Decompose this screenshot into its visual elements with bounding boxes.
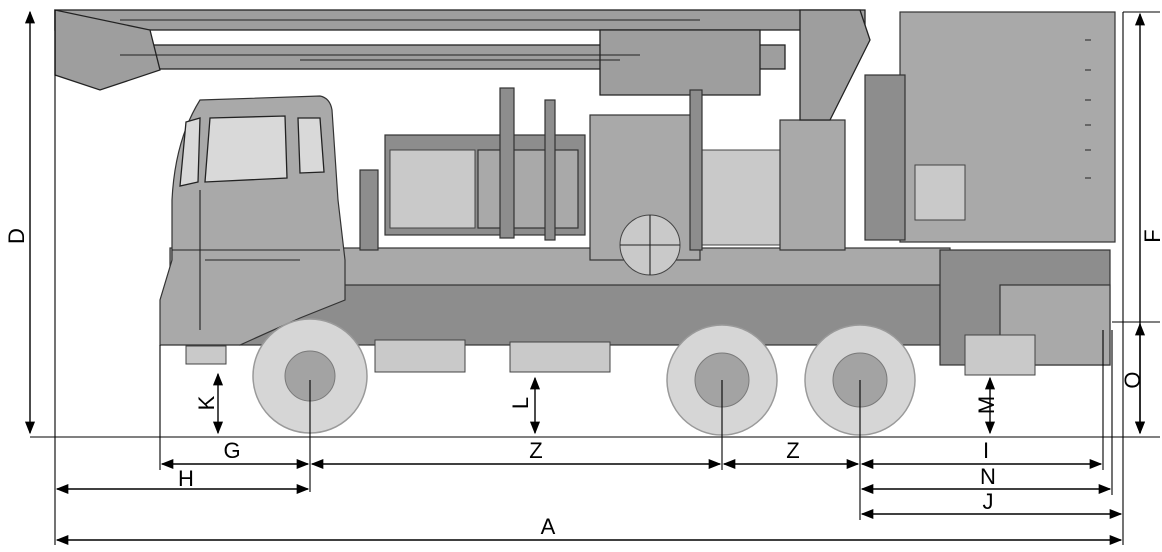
mast-column-2	[544, 99, 556, 241]
cab-rear-window	[297, 117, 325, 174]
label-H: H	[178, 466, 194, 491]
tool-box	[509, 341, 611, 373]
cabinet-marks	[1085, 39, 1091, 179]
label-G: G	[223, 438, 240, 463]
label-A: A	[541, 514, 556, 539]
label-D: D	[4, 228, 29, 244]
boom-actuator	[599, 29, 761, 96]
boom-pivot	[799, 9, 871, 121]
label-L: L	[508, 397, 533, 409]
stabilizer-foot	[964, 334, 1036, 376]
label-N: N	[980, 464, 996, 489]
exhaust	[359, 169, 379, 251]
boom-hydraulic-lines	[120, 19, 700, 61]
mast-column-3	[689, 89, 703, 251]
truck-illustration	[54, 9, 1116, 436]
label-J: J	[983, 489, 994, 514]
label-Z2: Z	[786, 438, 799, 463]
fuel-tank	[374, 339, 466, 373]
lower-frame	[239, 284, 941, 346]
mast-base	[779, 119, 846, 251]
bumper	[185, 345, 227, 365]
front-wheel	[252, 318, 368, 434]
label-I: I	[983, 438, 989, 463]
control-box	[699, 149, 781, 246]
label-O: O	[1120, 371, 1145, 388]
mast-column-1	[499, 87, 515, 239]
label-M: M	[974, 396, 999, 414]
dimension-lines: D F O K L M G Z Z I H N	[4, 10, 1162, 546]
rotary-cross	[620, 215, 680, 275]
windshield	[179, 117, 201, 187]
tank	[477, 149, 579, 229]
label-F: F	[1140, 229, 1162, 242]
label-Z1: Z	[529, 438, 542, 463]
cab-panel-lines	[172, 190, 340, 330]
reel-assembly	[864, 74, 906, 241]
cab-window	[204, 115, 288, 183]
label-K: K	[194, 395, 219, 410]
engine-housing	[389, 149, 476, 229]
cabinet-panel	[914, 164, 966, 221]
